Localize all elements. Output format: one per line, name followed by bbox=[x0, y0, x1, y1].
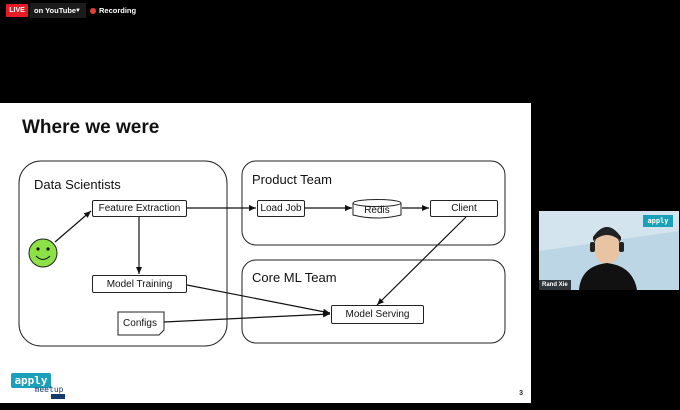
recording-label: Recording bbox=[99, 6, 137, 15]
arrow-smiley-to-feature-extraction bbox=[54, 210, 92, 243]
data-scientists-title: Data Scientists bbox=[34, 177, 121, 192]
chevron-down-icon: ▼ bbox=[75, 8, 81, 14]
record-dot-icon bbox=[90, 7, 96, 14]
feature-extraction-box: Feature Extraction bbox=[92, 200, 187, 217]
client-box: Client bbox=[430, 200, 498, 217]
stream-destination-label: on YouTube bbox=[34, 6, 77, 15]
load-job-box: Load Job bbox=[257, 200, 305, 217]
redis-cylinder bbox=[352, 199, 402, 219]
arrow-model-training-to-model-serving bbox=[186, 284, 331, 315]
recording-indicator: Recording bbox=[90, 4, 136, 17]
webcam-background-logo: apply bbox=[643, 215, 673, 227]
shared-slide: Where we were Data Scientists Product Te… bbox=[0, 103, 531, 403]
logo-meetup-text: meetup bbox=[34, 384, 64, 394]
architecture-diagram bbox=[18, 160, 506, 347]
logo-apply-text: apply bbox=[11, 373, 51, 388]
model-training-box: Model Training bbox=[92, 275, 187, 293]
participant-name-label: Rand Xie bbox=[539, 280, 571, 290]
logo-tag-shape bbox=[51, 394, 65, 399]
slide-title: Where we were bbox=[22, 117, 160, 138]
stream-toolbar: LIVE on YouTube ▼ Recording bbox=[0, 0, 680, 22]
apply-meetup-logo: apply meetup bbox=[11, 373, 67, 399]
product-team-panel bbox=[241, 160, 506, 246]
data-scientists-panel bbox=[18, 160, 228, 347]
arrow-client-to-model-serving bbox=[376, 216, 467, 306]
slide-page-number: 3 bbox=[519, 390, 523, 397]
smiley-face-icon bbox=[28, 238, 58, 268]
participant-video-tile[interactable]: apply Rand Xie bbox=[539, 211, 679, 290]
product-team-title: Product Team bbox=[252, 172, 332, 187]
core-ml-team-title: Core ML Team bbox=[252, 270, 337, 285]
configs-label: Configs bbox=[123, 317, 157, 329]
arrow-configs-to-model-serving bbox=[163, 311, 331, 323]
configs-document-shape bbox=[117, 311, 165, 336]
model-serving-box: Model Serving bbox=[331, 305, 424, 324]
live-badge: LIVE bbox=[6, 4, 28, 17]
stream-destination-dropdown[interactable]: on YouTube ▼ bbox=[30, 3, 86, 18]
core-ml-team-panel bbox=[241, 259, 506, 344]
redis-label: Redis bbox=[364, 204, 390, 216]
